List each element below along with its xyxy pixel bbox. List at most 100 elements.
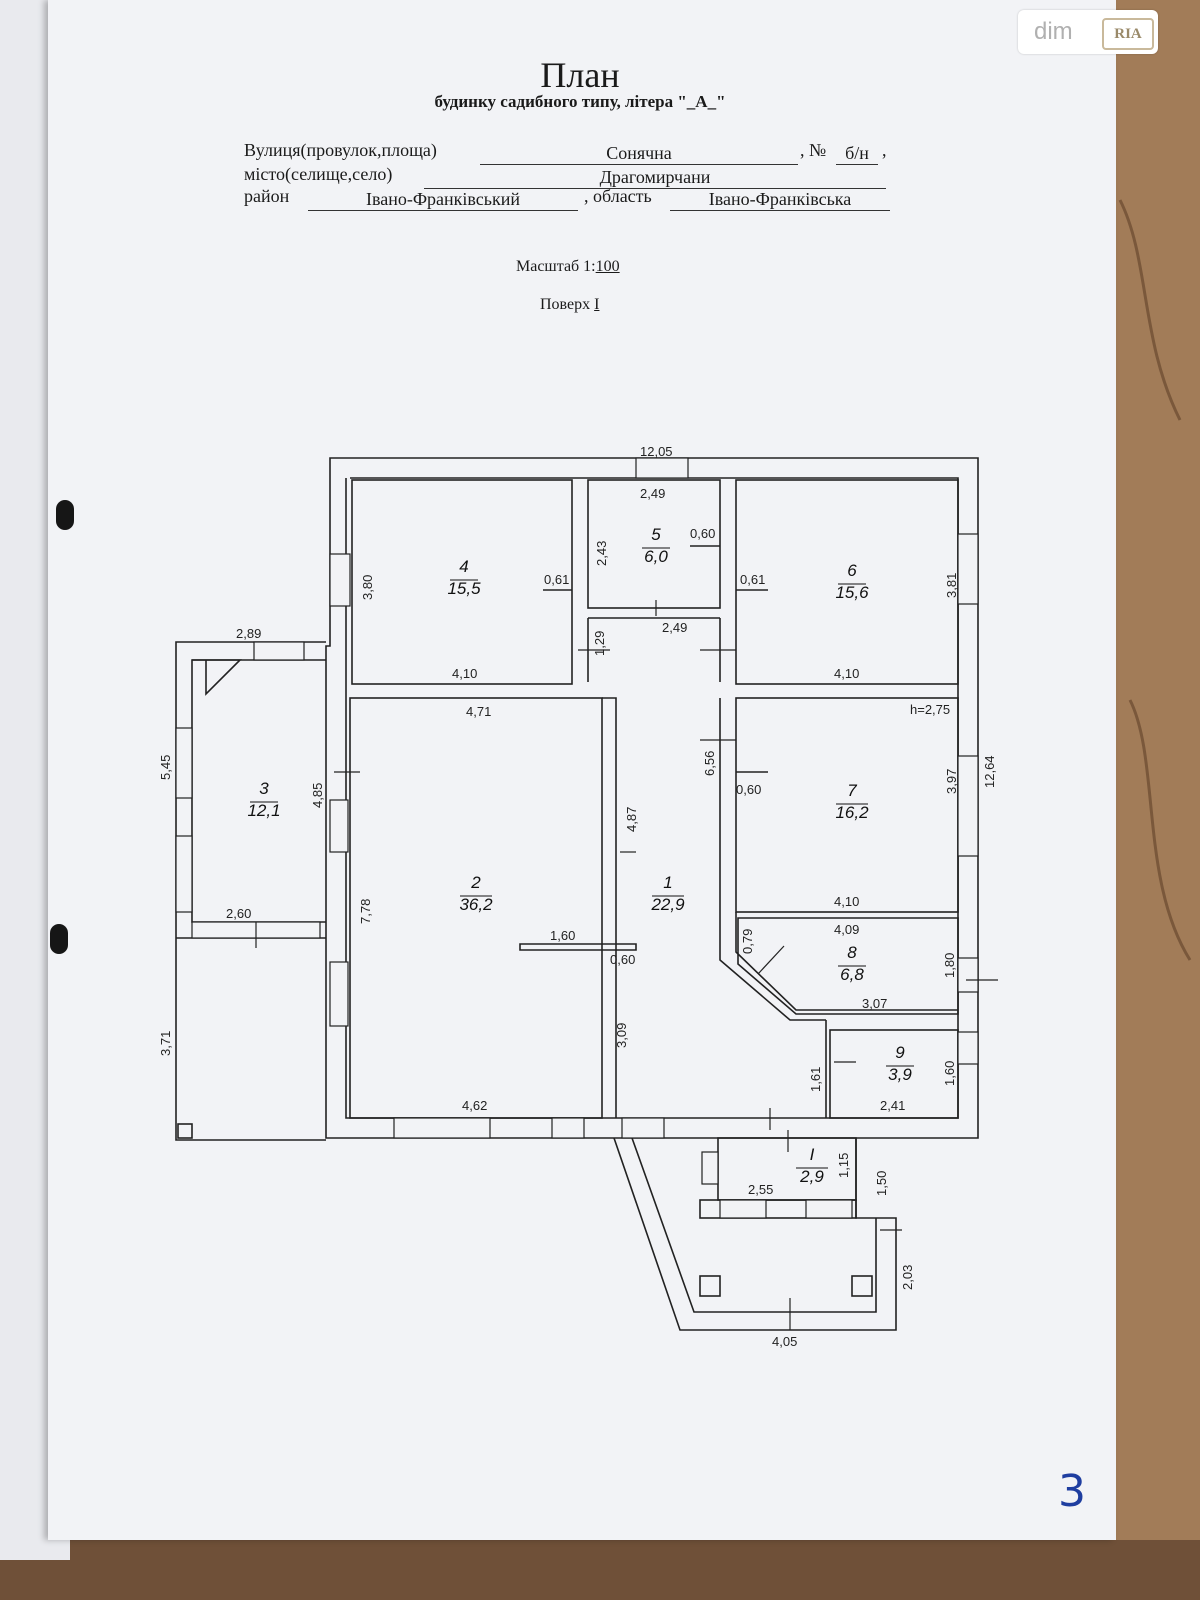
- room-6-number: 6: [847, 561, 857, 580]
- dim-room7-height: 3,97: [944, 769, 959, 794]
- window: [329, 553, 351, 607]
- window: [719, 1199, 767, 1219]
- dim-room9-width: 2,41: [880, 1098, 905, 1113]
- porch-room-number: I: [810, 1145, 815, 1164]
- window: [393, 1117, 491, 1139]
- dim-annex-wall: 4,85: [310, 783, 325, 808]
- floor-label: Поверх: [540, 296, 591, 313]
- annex-column: [177, 1123, 193, 1139]
- room-7-number: 7: [847, 781, 857, 800]
- room-3-number: 3: [259, 779, 269, 798]
- dim-room8-chamfer: 0,79: [740, 929, 755, 954]
- dim-room2-bottom-width: 4,62: [462, 1098, 487, 1113]
- window: [329, 799, 349, 853]
- window: [253, 641, 305, 661]
- dim-room4-width: 4,10: [452, 666, 477, 681]
- dim-room7-partition: 0,60: [736, 782, 761, 797]
- dim-room2-top-width: 4,71: [466, 704, 491, 719]
- room-3-area: 12,1: [247, 801, 280, 820]
- dim-room4-height: 3,80: [360, 575, 375, 600]
- dim-corridor-depth: 1,29: [592, 631, 607, 656]
- number-value: б/н: [836, 143, 878, 165]
- dim-room6-partition: 0,61: [740, 572, 765, 587]
- dim-room5-partition: 0,60: [690, 526, 715, 541]
- number-label: , №: [800, 140, 827, 160]
- dim-vestibule-height: 1,15: [836, 1153, 851, 1178]
- document-page: [48, 0, 1116, 1540]
- room-7-area: 16,2: [835, 803, 869, 822]
- dim-annex-height: 5,45: [158, 755, 173, 780]
- dim-ceiling-height: h=2,75: [910, 702, 950, 717]
- dim-porch-width: 4,05: [772, 1334, 797, 1349]
- district-value: Івано-Франківський: [308, 189, 578, 211]
- dim-room5-height: 2,43: [594, 541, 609, 566]
- page-title: План: [540, 55, 620, 95]
- room-4-walls: [351, 479, 573, 685]
- dim-vestibule-width: 2,55: [748, 1182, 773, 1197]
- room-9-number: 9: [895, 1043, 905, 1062]
- window: [621, 1117, 665, 1139]
- dim-room5-width: 2,49: [640, 486, 665, 501]
- window: [701, 1151, 719, 1185]
- dim-room4-partition: 0,61: [544, 572, 569, 587]
- room-5-area: 6,0: [644, 547, 668, 566]
- dim-overall-height: 12,64: [982, 755, 997, 788]
- dim-room6-width: 4,10: [834, 666, 859, 681]
- floor-value: I: [594, 296, 600, 313]
- window: [957, 957, 979, 993]
- dim-room8-height: 1,80: [942, 953, 957, 978]
- dim-room1-height: 6,56: [702, 751, 717, 776]
- room-4-number: 4: [459, 557, 468, 576]
- scale-value: 100: [595, 258, 620, 275]
- room-5-walls: [587, 479, 721, 609]
- dim-room1-lower-wall: 3,09: [614, 1023, 629, 1048]
- dim-porch-depth: 1,50: [874, 1171, 889, 1196]
- room-2-area: 36,2: [459, 895, 493, 914]
- dim-wall-stub: 1,60: [550, 928, 575, 943]
- room-5-number: 5: [651, 525, 661, 544]
- porch-column-right: [851, 1275, 873, 1297]
- city-label: місто(селище,село): [244, 164, 393, 184]
- dim-room1-right-wall: 1,61: [808, 1067, 823, 1092]
- dim-door-width: 0,60: [610, 952, 635, 967]
- binder-hole-top: [56, 500, 74, 530]
- dim-room9-height: 1,60: [942, 1061, 957, 1086]
- room-1-area: 22,9: [650, 895, 685, 914]
- window: [551, 1117, 585, 1139]
- window: [175, 727, 193, 799]
- dim-room8-top-width: 4,09: [834, 922, 859, 937]
- region-label: , область: [584, 186, 652, 206]
- room-8-area: 6,8: [840, 965, 864, 984]
- dim-overall-width: 12,05: [640, 444, 673, 459]
- room-9-area: 3,9: [888, 1065, 912, 1084]
- dim-room2-height: 7,78: [358, 899, 373, 924]
- dim-terrace-height: 3,71: [158, 1031, 173, 1056]
- window: [635, 457, 689, 479]
- room-8-number: 8: [847, 943, 857, 962]
- scale-label: Масштаб 1:: [516, 258, 596, 275]
- district-label: район: [244, 186, 290, 206]
- dim-room6-height: 3,81: [944, 573, 959, 598]
- dim-room7-width: 4,10: [834, 894, 859, 909]
- window: [329, 961, 349, 1027]
- window: [175, 835, 193, 913]
- window: [957, 533, 979, 605]
- porch-room-area: 2,9: [799, 1167, 824, 1186]
- floor-line: Поверх I: [540, 296, 607, 314]
- logo-dim-text: dim: [1034, 18, 1073, 45]
- scale-line: Масштаб 1:100: [516, 258, 620, 276]
- number-suffix: ,: [882, 140, 887, 160]
- dim-room8-bottom-width: 3,07: [862, 996, 887, 1011]
- outer-wall: [325, 457, 979, 1139]
- window: [957, 1031, 979, 1065]
- window: [957, 755, 979, 857]
- region-value: Івано-Франківська: [670, 189, 890, 211]
- dim-ria-logo[interactable]: dim RIA: [1018, 10, 1158, 54]
- room-6-area: 15,6: [835, 583, 869, 602]
- street-value: Сонячна: [480, 143, 798, 165]
- dim-corridor-width: 2,49: [662, 620, 687, 635]
- binder-hole-bottom: [50, 924, 68, 954]
- dim-annex-bottom: 2,60: [226, 906, 251, 921]
- room-6-walls: [735, 479, 959, 685]
